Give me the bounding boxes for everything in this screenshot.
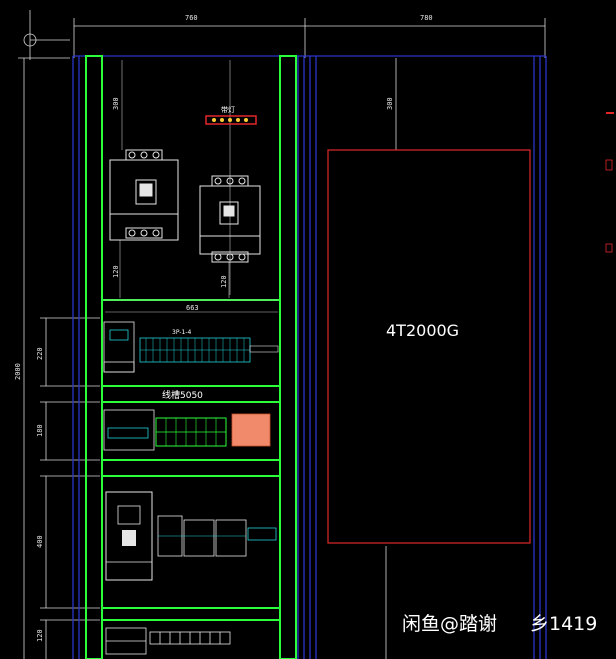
indicator-strip (205, 115, 257, 125)
row1-terminal-block (103, 321, 279, 373)
blue-rails (72, 55, 547, 659)
duct-label: 线槽5050 (162, 389, 203, 401)
left-panel-frame (85, 55, 297, 659)
right-edge-marks (605, 112, 614, 253)
row4-terminals (105, 627, 231, 655)
row2-height-dim: 180 (36, 424, 44, 437)
top-left-width-dim: 760 (185, 14, 198, 22)
watermark-extra-text: 乡1419 (530, 613, 597, 635)
row4-height-dim: 120 (36, 629, 44, 642)
row3-height-dim: 400 (36, 535, 44, 548)
left-total-height-dim: 2000 (14, 363, 22, 380)
breaker-gap-left-dim: 120 (112, 265, 120, 278)
left-top-offset-dim: 300 (112, 97, 120, 110)
top-right-width-dim: 780 (420, 14, 433, 22)
row1-height-dim: 220 (36, 347, 44, 360)
top-dimensions (23, 10, 546, 60)
terminal-label: 3P-1-4 (172, 329, 191, 336)
breaker-gap-right-dim: 120 (220, 275, 228, 288)
watermark-text: 闲鱼@踏谢 (402, 613, 497, 635)
right-dimensions (385, 58, 397, 659)
transformer-outline (327, 149, 531, 544)
main-breaker-right (199, 175, 261, 263)
busbar-width-dim: 663 (186, 304, 199, 312)
indicator-strip-label: 带灯 (221, 105, 235, 114)
left-dimensions (18, 57, 100, 659)
row2-breakers (103, 409, 271, 451)
transformer-label: 4T2000G (386, 321, 459, 340)
main-breaker-left (109, 149, 179, 241)
row3-drive-section (105, 491, 277, 581)
right-top-offset-dim: 300 (386, 97, 394, 110)
